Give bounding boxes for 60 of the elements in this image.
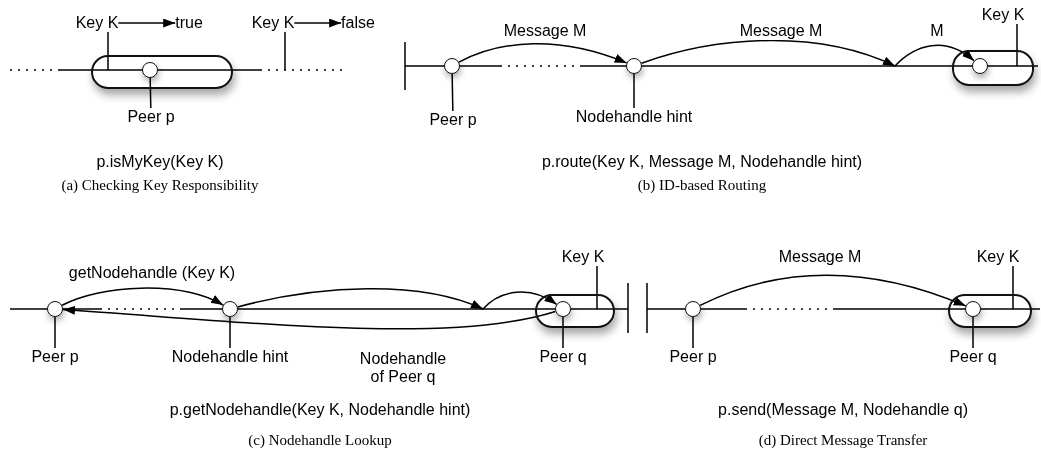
node-label: Key K <box>981 6 1025 24</box>
node-label: Peer p <box>127 108 175 126</box>
peer-node-circle <box>626 58 642 74</box>
node-label: Peer p <box>31 348 79 366</box>
arrow <box>482 291 558 310</box>
arrow <box>894 44 975 67</box>
peer-node-circle <box>965 301 981 317</box>
peer-node-circle <box>972 58 988 74</box>
leader-line <box>149 77 152 109</box>
arrow <box>458 43 628 64</box>
figure-caption: (b) ID-based Routing <box>637 176 767 194</box>
node-label: Peer q <box>539 348 587 366</box>
arrow <box>62 305 557 330</box>
node-label: Key K <box>561 248 605 266</box>
arrow <box>117 18 176 28</box>
leader-line <box>692 316 694 349</box>
peer-node-circle <box>685 301 701 317</box>
leader-line <box>284 31 286 71</box>
method-signature: p.isMyKey(Key K) <box>96 153 224 171</box>
arrow <box>640 39 896 67</box>
leader-line <box>633 73 635 109</box>
key-range-capsule <box>91 55 233 89</box>
key-range-capsule <box>948 294 1032 328</box>
node-label: Peer p <box>429 111 477 129</box>
leader-line <box>54 316 56 349</box>
node-label: Nodehandle hint <box>171 348 289 366</box>
peer-node-circle <box>444 58 460 74</box>
leader-line <box>1016 23 1018 67</box>
peer-node-circle <box>555 301 571 317</box>
leader-line <box>596 265 598 310</box>
arrow <box>699 274 967 307</box>
peer-node-circle <box>222 301 238 317</box>
node-label: Key K <box>251 14 295 32</box>
leader-line <box>451 73 454 112</box>
arrow <box>61 287 224 306</box>
node-label: Key K <box>976 248 1020 266</box>
leader-line <box>107 31 109 71</box>
figure-caption: (d) Direct Message Transfer <box>758 431 928 449</box>
node-label: true <box>175 14 203 32</box>
leader-line <box>1012 265 1014 310</box>
node-label: Key K <box>75 14 119 32</box>
key-range-capsule <box>952 50 1034 86</box>
leader-line <box>562 316 564 349</box>
arrow <box>293 18 342 28</box>
method-signature: p.getNodehandle(Key K, Nodehandle hint) <box>169 401 471 419</box>
leader-line <box>229 316 231 349</box>
figure-caption: (c) Nodehandle Lookup <box>248 431 392 449</box>
key-range-capsule <box>535 294 615 328</box>
edge-label: getNodehandle (Key K) <box>66 264 238 282</box>
leader-line <box>972 316 974 349</box>
node-label: false <box>341 14 375 32</box>
method-signature: p.route(Key K, Message M, Nodehandle hint) <box>541 153 863 171</box>
node-label: Nodehandle hint <box>575 108 693 126</box>
arrow <box>237 288 484 310</box>
peer-node-circle <box>47 301 63 317</box>
node-label: Peer p <box>669 348 717 366</box>
method-signature: p.send(Message M, Nodehandle q) <box>718 401 968 419</box>
node-label: Peer q <box>949 348 997 366</box>
peer-node-circle <box>142 62 158 78</box>
figure-caption: (a) Checking Key Responsibility <box>61 176 259 194</box>
